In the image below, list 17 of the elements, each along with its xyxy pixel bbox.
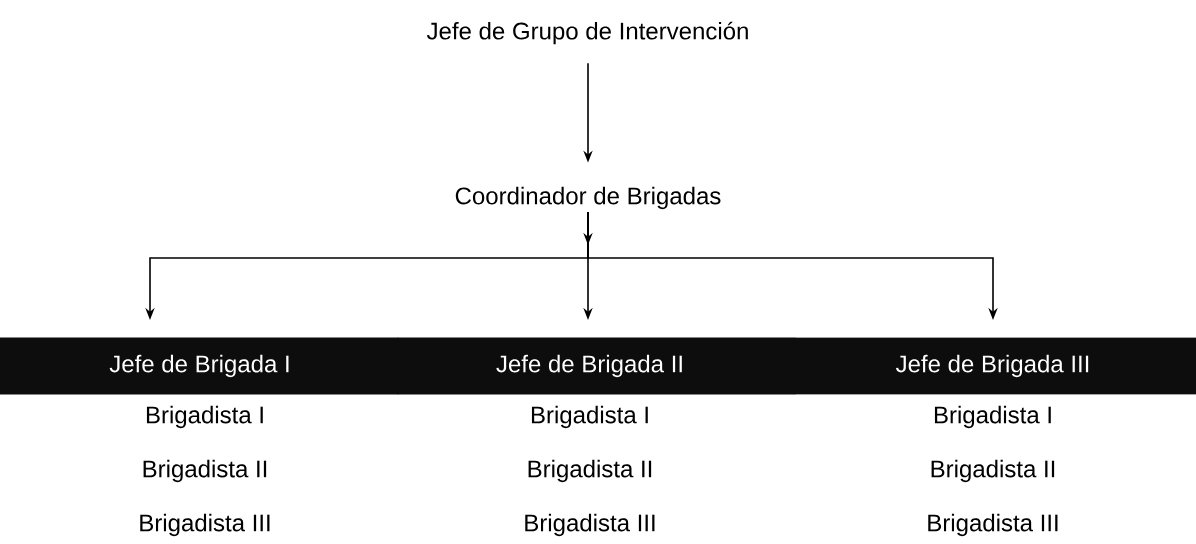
node-label: Jefe de Brigada III: [895, 354, 1089, 378]
header-cell: Jefe de Brigada I: [0, 337, 399, 395]
member-label: Brigadista III: [928, 513, 1058, 537]
member-label: Brigadista II: [931, 459, 1055, 483]
node-label: Jefe de Brigada I: [109, 354, 289, 378]
title-text: Jefe de Grupo de Intervención: [426, 21, 748, 45]
member-label: Brigadista I: [934, 405, 1051, 429]
header-cell: Jefe de Brigada II: [397, 337, 796, 395]
member-label: Brigadista I: [531, 405, 648, 429]
member-label: Brigadista I: [146, 405, 263, 429]
member-label: Brigadista III: [140, 513, 270, 537]
header-cell: Jefe de Brigada III: [794, 337, 1196, 395]
member-label: Brigadista II: [143, 459, 267, 483]
member-label: Brigadista III: [525, 513, 655, 537]
node-label: Jefe de Brigada II: [496, 354, 682, 378]
member-label: Brigadista II: [528, 459, 652, 483]
title-text: Coordinador de Brigadas: [455, 186, 721, 210]
